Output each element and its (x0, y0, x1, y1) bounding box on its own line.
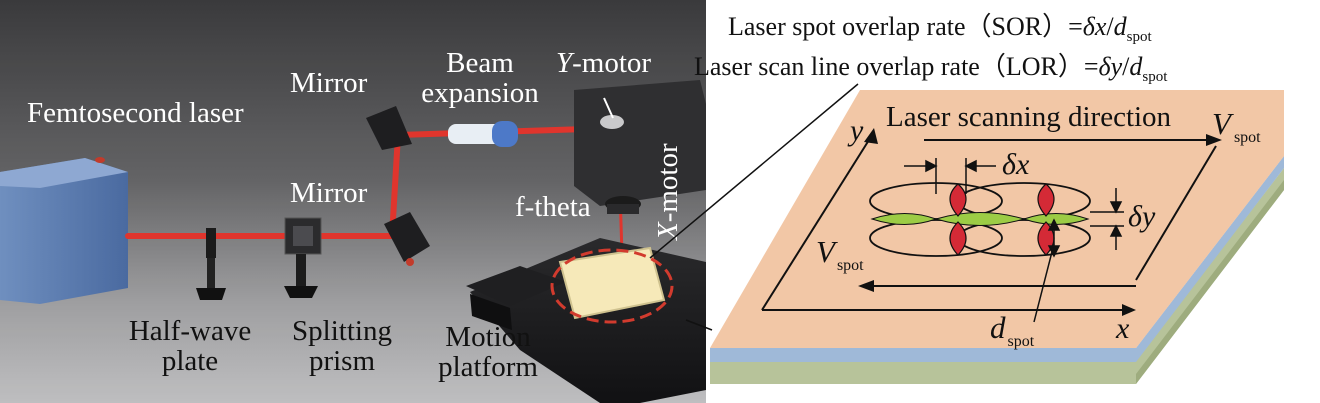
femtosecond-laser-box (0, 157, 128, 304)
splitting-prism-label-line2: prism (308, 345, 376, 377)
d-spot-dimension (1033, 218, 1061, 323)
spot-overlap-regions (949, 183, 1055, 256)
mirror-mid-label: Mirror (290, 177, 368, 209)
scanning-direction-label: Laser scanning direction (886, 101, 1172, 133)
mirror-upper (366, 106, 412, 150)
overlap-green-right (1022, 213, 1090, 225)
motion-platform-label-line2: platform (438, 351, 538, 383)
sor-d: d (1113, 12, 1127, 41)
beam-expansion-label-line2: expansion (421, 77, 539, 109)
motion-platform (466, 238, 706, 403)
beam-expander (448, 121, 518, 147)
splitting-prism (284, 217, 322, 298)
half-wave-plate-label-line2: plate (161, 345, 219, 377)
callout-line-lower (685, 319, 713, 331)
sor-prefix: Laser spot overlap rate（SOR）= (728, 12, 1083, 41)
motion-platform-label-line1: Motion (445, 321, 531, 353)
plate-top-right-edge (1136, 90, 1284, 348)
lor-delta-y: δy (1098, 52, 1123, 81)
overlap-red-tl (949, 183, 967, 217)
experimental-setup-photo (0, 0, 706, 403)
mirror-lower (384, 212, 430, 266)
half-wave-plate-label-line1: Half-wave (128, 315, 252, 347)
plate-green-side (1136, 180, 1284, 384)
v-spot-left-symbol: V (816, 234, 838, 269)
scan-arrow-top (1206, 134, 1222, 146)
f-theta-lens (605, 196, 641, 214)
x-axis-label: x (1115, 312, 1130, 345)
delta-y-dimension (1090, 188, 1124, 250)
scan-arrow-bottom (858, 280, 874, 292)
callout-line-upper (649, 83, 859, 259)
sor-formula: Laser spot overlap rate（SOR）=δx/dspot (728, 6, 1152, 46)
plate-green-layer (710, 168, 1284, 384)
sor-slash: / (1106, 12, 1114, 41)
beam-expansion-label-line1: Beam (446, 47, 514, 79)
y-axis-line (761, 131, 875, 311)
y-axis-symbol: Y (556, 47, 573, 79)
y-axis-arrowhead (864, 128, 878, 144)
d-spot-symbol: d (990, 310, 1006, 345)
lor-d-subscript: spot (1142, 69, 1168, 86)
spot-bottom-left (869, 219, 1003, 257)
d-spot-subscript: spot (1008, 333, 1035, 350)
mirror-top-label: Mirror (290, 67, 368, 99)
delta-x-label: δx (1002, 148, 1030, 181)
lor-prefix: Laser scan line overlap rate（LOR）= (694, 52, 1099, 81)
x-axis-arrowhead (1122, 304, 1136, 316)
f-theta-label: f-theta (515, 191, 591, 223)
y-motor-suffix: -motor (572, 47, 652, 79)
v-spot-left-subscript: spot (837, 257, 864, 274)
overlap-red-tr (1037, 183, 1055, 217)
scan-path-right (1135, 145, 1217, 281)
v-spot-top-subscript: spot (1234, 129, 1261, 146)
y-motor-label: Y-motor (556, 48, 651, 79)
splitting-prism-label-line1: Splitting (292, 315, 392, 347)
sor-delta-x: δx (1082, 12, 1107, 41)
v-spot-top-symbol: V (1212, 106, 1234, 141)
femtosecond-laser-label: Femtosecond laser (27, 97, 244, 129)
lor-formula: Laser scan line overlap rate（LOR）=δy/dsp… (694, 46, 1167, 86)
delta-x-dimension (904, 158, 996, 194)
overlap-red-bl (949, 221, 967, 256)
lor-slash: / (1122, 52, 1130, 81)
half-wave-plate-mount (196, 228, 226, 300)
delta-y-label: δy (1128, 200, 1156, 233)
y-motor-housing (574, 80, 706, 206)
sor-d-subscript: spot (1126, 29, 1152, 46)
lor-d: d (1129, 52, 1143, 81)
y-axis-label: y (847, 114, 864, 147)
